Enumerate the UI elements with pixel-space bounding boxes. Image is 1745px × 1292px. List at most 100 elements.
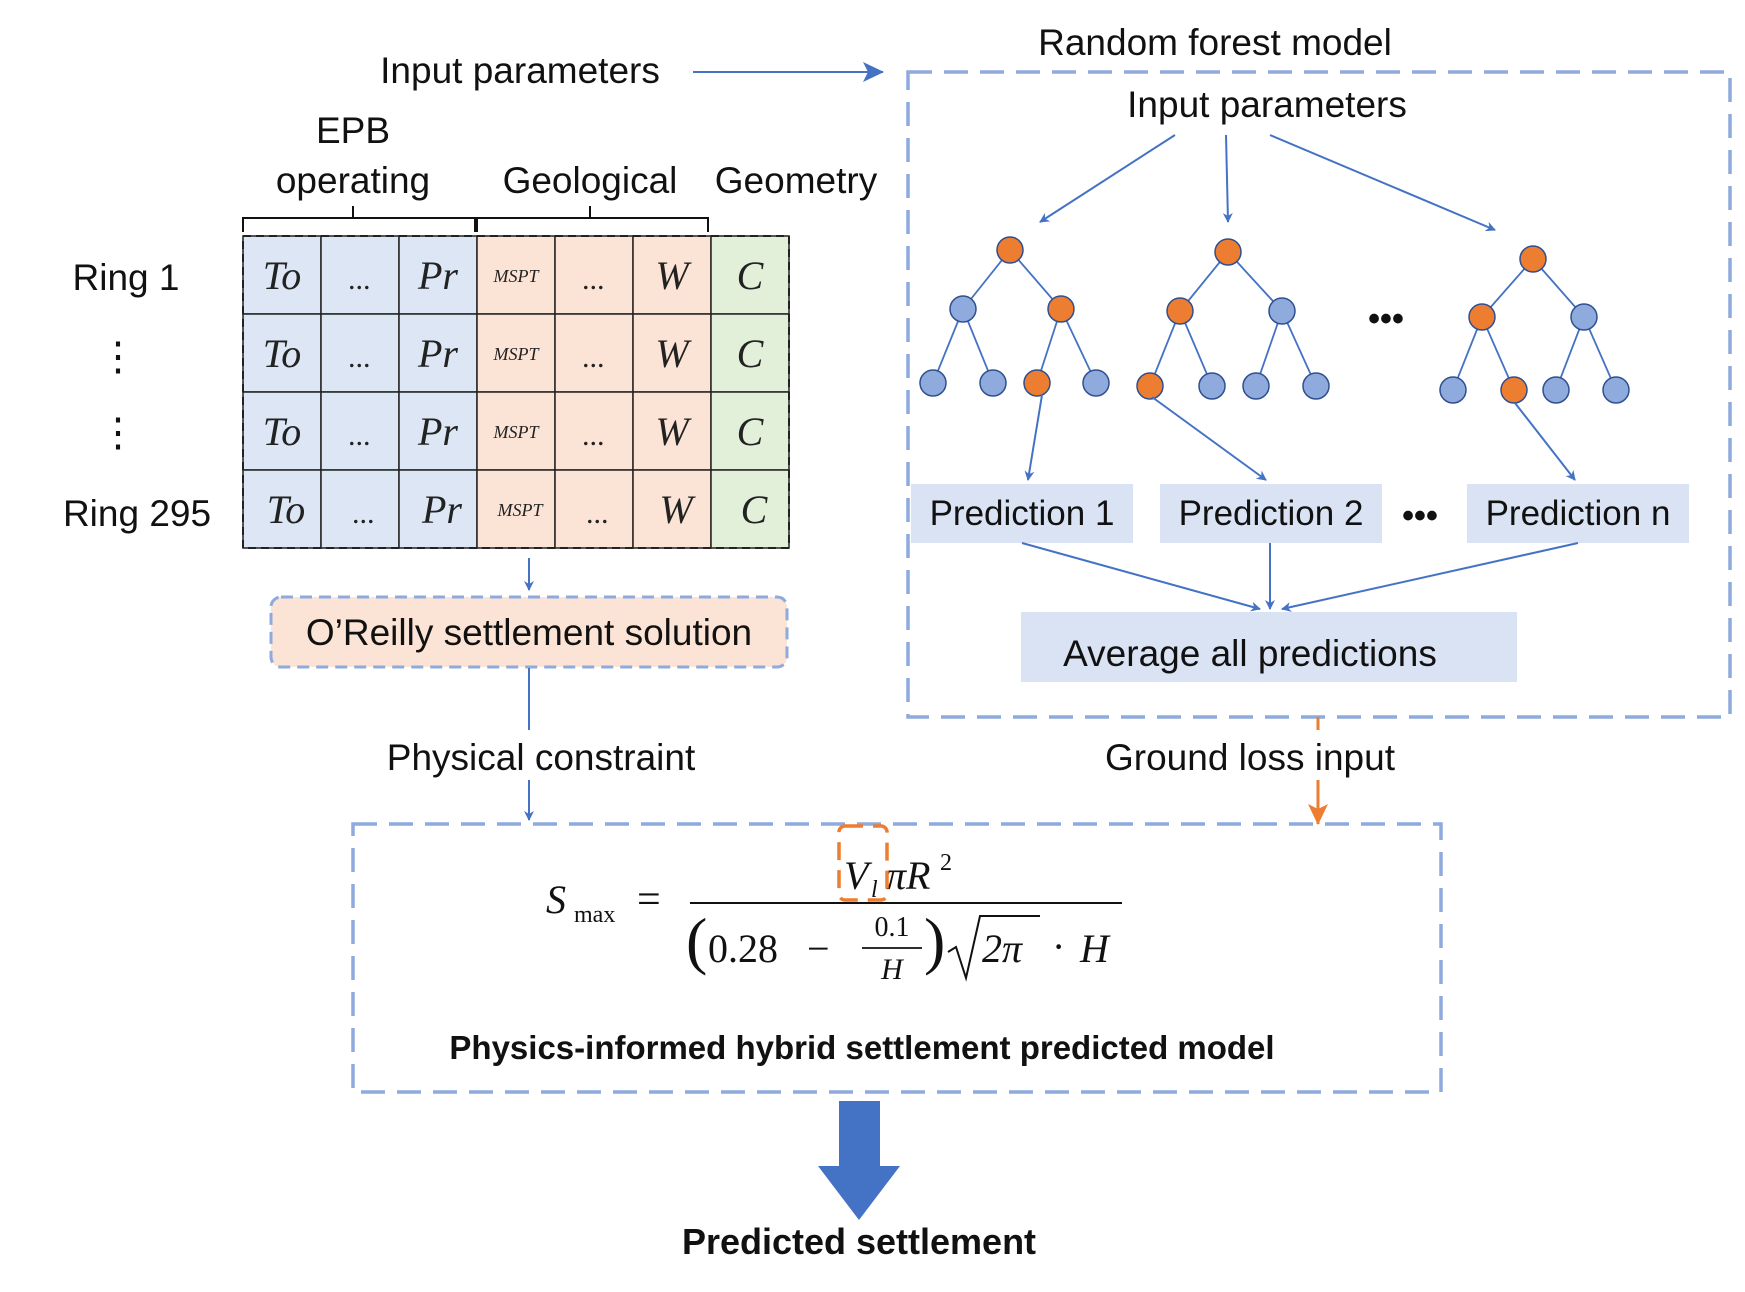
table-cell bbox=[320, 235, 400, 315]
hybrid-model-label: Physics-informed hybrid settlement predi… bbox=[449, 1029, 1274, 1066]
physical-constraint-label: Physical constraint bbox=[387, 737, 696, 778]
pred-to-avg-arrow-1 bbox=[1021, 542, 1261, 612]
tree-node bbox=[979, 369, 1007, 397]
tree-node bbox=[919, 369, 947, 397]
table-cell-text: W bbox=[659, 487, 696, 532]
leaf-to-pred-arrow-3 bbox=[1514, 402, 1576, 481]
tree-node bbox=[1268, 297, 1296, 325]
table-cell-text: Pr bbox=[417, 253, 458, 298]
ring-first-label: Ring 1 bbox=[73, 257, 180, 298]
formula-den-frac-den: H bbox=[880, 953, 905, 986]
tree-node bbox=[1198, 372, 1226, 400]
tree-node bbox=[1242, 372, 1270, 400]
table-cell-text: MSPT bbox=[497, 500, 545, 520]
formula-num-rest: πR bbox=[886, 853, 930, 898]
top-input-label: Input parameters bbox=[380, 50, 660, 91]
formula-num-v: V bbox=[844, 853, 873, 898]
ground-loss-label: Ground loss input bbox=[1105, 737, 1396, 778]
rf-input-arrow-1 bbox=[1039, 134, 1176, 223]
table-cell bbox=[632, 313, 712, 393]
formula-den-sqrt: 2π bbox=[982, 926, 1023, 971]
table-cell bbox=[710, 313, 790, 393]
vl-highlight-box bbox=[837, 824, 889, 902]
rf-input-label: Input parameters bbox=[1127, 84, 1407, 125]
table-border bbox=[242, 235, 790, 549]
tree-node bbox=[1214, 238, 1242, 266]
tree-node bbox=[1082, 369, 1110, 397]
table-cell-text: MSPT bbox=[493, 266, 541, 286]
tree-node bbox=[1500, 376, 1528, 404]
table-cell bbox=[554, 469, 634, 549]
table-cell-text: W bbox=[655, 253, 692, 298]
leaf-to-pred-arrow-1 bbox=[1024, 394, 1043, 481]
tree-node bbox=[1542, 376, 1570, 404]
geological-brace bbox=[476, 206, 709, 232]
formula-den-dot: · bbox=[1052, 924, 1065, 969]
epb-brace bbox=[242, 206, 476, 232]
tree-node bbox=[1519, 245, 1547, 273]
tree-node bbox=[1302, 372, 1330, 400]
formula-equals: = bbox=[637, 877, 661, 923]
ring-ellipsis-2: ⋮ bbox=[98, 411, 138, 455]
group-geometry: Geometry bbox=[715, 160, 878, 201]
table-cell-text: MSPT bbox=[493, 422, 541, 442]
formula-lhs: S bbox=[546, 877, 566, 922]
formula-lparen: ( bbox=[686, 905, 707, 976]
prediction-label-1: Prediction 1 bbox=[930, 494, 1115, 533]
table-cell-text: ... bbox=[587, 497, 610, 530]
formula-den-frac-num: 0.1 bbox=[875, 912, 910, 943]
ring-ellipsis-1: ⋮ bbox=[98, 335, 138, 379]
table-cell-text: C bbox=[741, 487, 769, 532]
label-backdrop bbox=[522, 730, 536, 780]
table-cell-text: ... bbox=[349, 419, 372, 452]
table-cell-text: ... bbox=[349, 341, 372, 374]
formula-rparen: ) bbox=[924, 905, 945, 976]
tree-node bbox=[1439, 376, 1467, 404]
tree-node bbox=[1468, 303, 1496, 331]
table-cell-text: To bbox=[263, 331, 302, 376]
table-cell bbox=[476, 391, 556, 471]
rf-input-arrow-3 bbox=[1269, 134, 1496, 232]
table-cell-text: ... bbox=[349, 263, 372, 296]
table-cell bbox=[398, 469, 478, 549]
ring-last-label: Ring 295 bbox=[63, 493, 211, 534]
table-cell-text: Pr bbox=[421, 487, 462, 532]
table-cell-text: C bbox=[737, 331, 765, 376]
prediction-label-2: Prediction 2 bbox=[1179, 494, 1364, 533]
table-cell-text: ... bbox=[583, 419, 606, 452]
table-cell bbox=[476, 313, 556, 393]
table-cell bbox=[632, 235, 712, 315]
group-geological: Geological bbox=[503, 160, 678, 201]
leaf-to-pred-arrow-2 bbox=[1151, 396, 1267, 481]
table-cell-text: To bbox=[263, 253, 302, 298]
tree-node bbox=[1136, 372, 1164, 400]
tree-node bbox=[996, 236, 1024, 264]
tree-node bbox=[949, 295, 977, 323]
table-cell-text: To bbox=[267, 487, 306, 532]
tree-ellipsis: ••• bbox=[1368, 300, 1404, 338]
tree-node bbox=[1047, 295, 1075, 323]
formula-num-v-sub: l bbox=[871, 877, 878, 903]
average-box bbox=[1021, 612, 1517, 682]
table-cell bbox=[632, 469, 712, 549]
oreilly-label: O’Reilly settlement solution bbox=[306, 612, 752, 653]
output-arrow bbox=[818, 1101, 900, 1220]
formula-den-h: H bbox=[1079, 926, 1111, 971]
tree-node bbox=[1023, 369, 1051, 397]
output-label: Predicted settlement bbox=[682, 1221, 1036, 1262]
tree-node bbox=[1166, 297, 1194, 325]
rf-title: Random forest model bbox=[1038, 22, 1392, 63]
formula-sqrt-sign bbox=[947, 915, 1040, 982]
table-cell-text: MSPT bbox=[493, 344, 541, 364]
prediction-label-n: Prediction n bbox=[1486, 494, 1671, 533]
tree-node bbox=[1570, 303, 1598, 331]
pred-to-avg-arrow-3 bbox=[1281, 542, 1579, 612]
table-cell-text: ... bbox=[353, 497, 376, 530]
hybrid-frame bbox=[351, 822, 1443, 1094]
table-cell bbox=[398, 313, 478, 393]
table-cell-text: Pr bbox=[417, 331, 458, 376]
formula-num-exp: 2 bbox=[940, 850, 952, 876]
rf-input-arrow-2 bbox=[1222, 134, 1233, 223]
table-cell-text: W bbox=[655, 331, 692, 376]
